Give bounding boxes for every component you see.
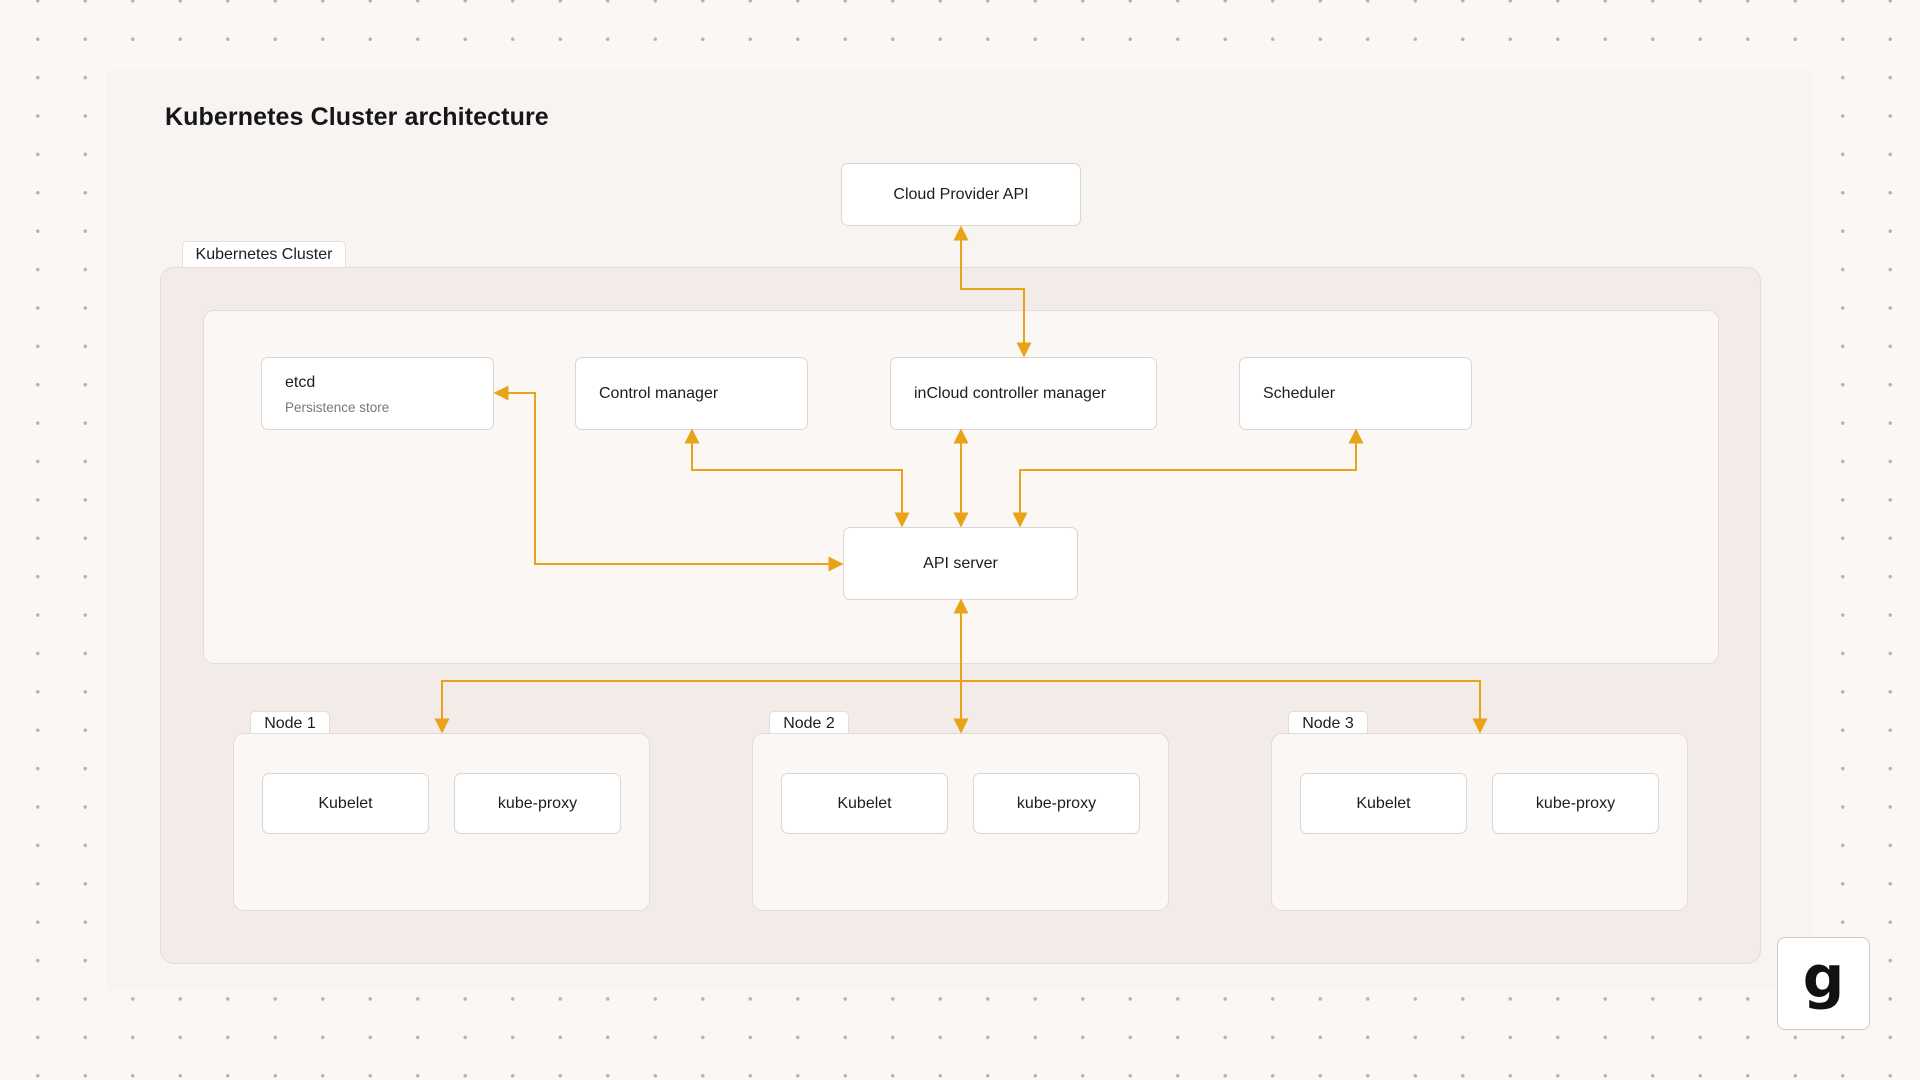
scheduler-label: Scheduler xyxy=(1263,384,1336,402)
node-3-kubelet-box[interactable]: Kubelet xyxy=(1300,773,1467,834)
connector-cloud-to-incloud xyxy=(953,225,1032,358)
scheduler-box[interactable]: Scheduler xyxy=(1239,357,1472,430)
incloud-controller-manager-box[interactable]: inCloud controller manager xyxy=(890,357,1157,430)
node-3-tab: Node 3 xyxy=(1288,711,1368,735)
node-3-label: Node 3 xyxy=(1302,714,1354,732)
node-2-label: Node 2 xyxy=(783,714,835,732)
cloud-provider-api-label: Cloud Provider API xyxy=(893,185,1029,203)
node-1-kubelet-box[interactable]: Kubelet xyxy=(262,773,429,834)
node-3-kubelet-label: Kubelet xyxy=(1356,794,1411,812)
cluster-tab: Kubernetes Cluster xyxy=(182,241,346,268)
connector-etcd-to-api xyxy=(493,385,844,572)
etcd-label: etcd xyxy=(285,374,316,391)
etcd-box[interactable]: etcd Persistence store xyxy=(261,357,494,430)
node-1-kube-proxy-box[interactable]: kube-proxy xyxy=(454,773,621,834)
node-2-kubelet-label: Kubelet xyxy=(837,794,892,812)
incloud-controller-manager-label: inCloud controller manager xyxy=(914,384,1107,402)
cluster-label: Kubernetes Cluster xyxy=(195,246,333,263)
connector-control-manager-to-api xyxy=(684,428,910,528)
connector-api-to-node-3 xyxy=(961,680,1488,734)
brand-logo-icon[interactable]: g xyxy=(1777,937,1870,1030)
connector-api-to-node-1 xyxy=(434,680,961,734)
connector-scheduler-to-api xyxy=(1012,428,1364,528)
node-2-tab: Node 2 xyxy=(769,711,849,735)
page-title: Kubernetes Cluster architecture xyxy=(165,103,549,131)
node-2-kube-proxy-label: kube-proxy xyxy=(1016,794,1097,812)
api-server-box[interactable]: API server xyxy=(843,527,1078,600)
node-2-kubelet-box[interactable]: Kubelet xyxy=(781,773,948,834)
node-3-kube-proxy-box[interactable]: kube-proxy xyxy=(1492,773,1659,834)
node-1-label: Node 1 xyxy=(264,714,316,732)
node-1-kube-proxy-label: kube-proxy xyxy=(497,794,578,812)
etcd-subtitle: Persistence store xyxy=(285,400,390,415)
brand-logo-glyph: g xyxy=(1802,942,1845,1011)
node-2-kube-proxy-box[interactable]: kube-proxy xyxy=(973,773,1140,834)
node-3-kube-proxy-label: kube-proxy xyxy=(1535,794,1616,812)
node-1-tab: Node 1 xyxy=(250,711,330,735)
node-1-kubelet-label: Kubelet xyxy=(318,794,373,812)
api-server-label: API server xyxy=(923,554,998,572)
